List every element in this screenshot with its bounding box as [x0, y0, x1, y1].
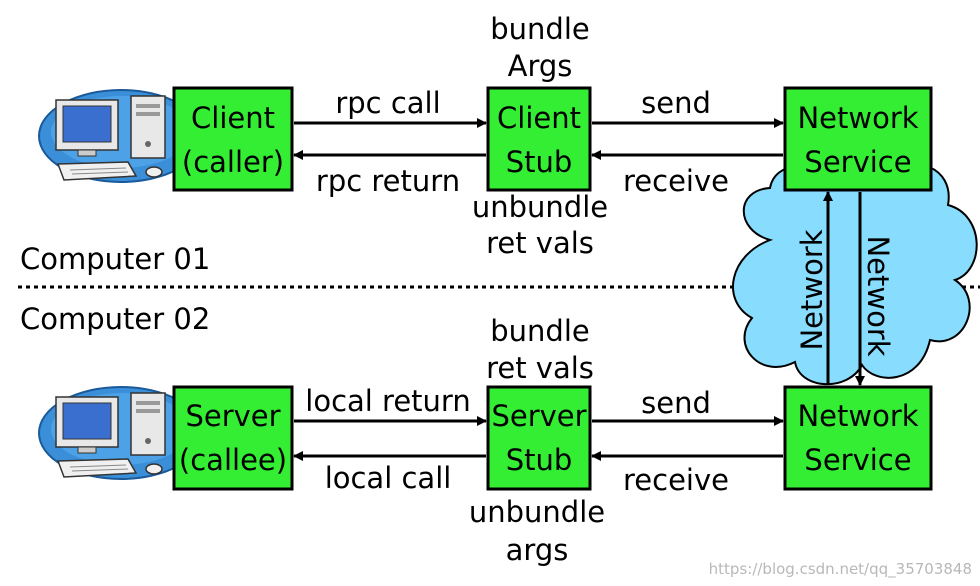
client-stub-line2: Stub: [506, 145, 573, 179]
client-stub-below-line2: ret vals: [486, 226, 594, 260]
local-return-label: local return: [305, 384, 470, 418]
server-stub-above-line1: bundle: [490, 314, 589, 348]
network-left-label: Network: [795, 229, 829, 350]
server-stub-below-line1: unbundle: [469, 495, 605, 529]
client-stub-above-line1: bundle: [490, 12, 589, 46]
computer-02-label: Computer 02: [20, 302, 210, 336]
server-box-line1: Server: [185, 399, 280, 433]
server-stub-box: [486, 385, 592, 491]
client-stub-box: [486, 86, 592, 192]
top-network-line2: Service: [804, 145, 911, 179]
client-stub-line1: Client: [497, 101, 581, 135]
top-network-service-box: [783, 86, 933, 192]
bottom-network-line1: Network: [797, 399, 918, 433]
top-send-label: send: [641, 86, 711, 120]
client-box: [172, 86, 294, 192]
bottom-network-line2: Service: [804, 443, 911, 477]
computer-01-label: Computer 01: [20, 242, 210, 276]
rpc-return-label: rpc return: [316, 164, 460, 198]
bottom-receive-label: receive: [623, 463, 729, 497]
top-receive-label: receive: [623, 164, 729, 198]
bottom-network-service-box: [783, 385, 933, 491]
server-stub-line2: Stub: [506, 443, 573, 477]
rpc-call-label: rpc call: [335, 86, 440, 120]
client-stub-below-line1: unbundle: [472, 190, 608, 224]
client-stub-above-line2: Args: [508, 49, 573, 83]
server-stub-below-line2: args: [506, 533, 569, 567]
server-stub-above-line2: ret vals: [486, 351, 594, 385]
network-right-label: Network: [861, 235, 895, 356]
bottom-send-label: send: [641, 386, 711, 420]
top-network-line1: Network: [797, 101, 918, 135]
server-stub-line1: Server: [491, 399, 586, 433]
server-box-line2: (callee): [179, 443, 287, 477]
server-box: [172, 385, 294, 491]
client-box-line1: Client: [191, 101, 275, 135]
watermark: https://blog.csdn.net/qq_35703848: [709, 560, 972, 579]
client-box-line2: (caller): [182, 145, 284, 179]
local-call-label: local call: [325, 461, 452, 495]
